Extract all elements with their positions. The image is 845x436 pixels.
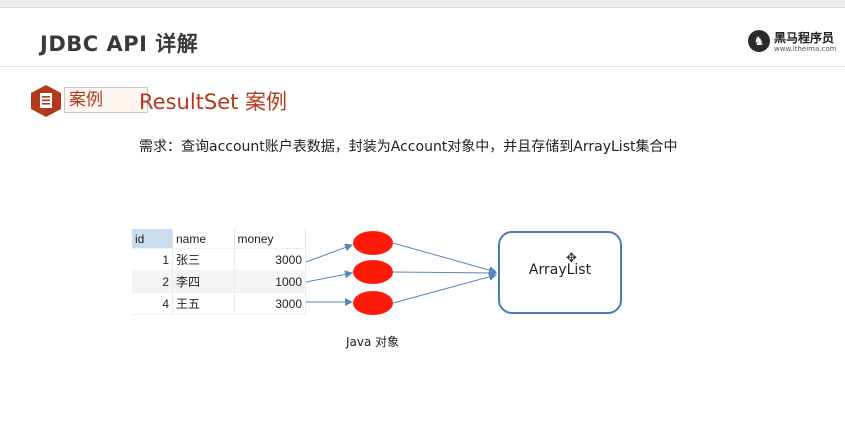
table-header-row: id name money	[132, 229, 307, 249]
window-top-bar	[0, 0, 845, 8]
cell-money: 3000	[234, 292, 307, 315]
object-to-list-arrow	[392, 268, 497, 277]
case-badge: 案例	[30, 84, 148, 118]
column-header-name[interactable]: name	[172, 229, 235, 249]
arraylist-box: ArrayList	[498, 231, 622, 314]
object-to-list-arrow	[392, 272, 497, 304]
table-row[interactable]: 4 王五 3000	[132, 292, 307, 315]
java-object-ellipse	[353, 231, 393, 255]
cell-money: 3000	[234, 248, 307, 271]
cell-money: 1000	[234, 270, 307, 293]
table-row[interactable]: 2 李四 1000	[132, 270, 307, 293]
cell-name: 王五	[172, 292, 235, 315]
move-cursor-icon: ✥	[566, 251, 577, 266]
case-tag-label: 案例	[64, 87, 148, 113]
arraylist-label: ArrayList	[528, 262, 592, 278]
slide-title: JDBC API 详解	[40, 32, 199, 56]
row-to-object-arrow	[305, 270, 353, 283]
object-to-list-arrow	[392, 242, 497, 274]
brand-url: www.itheima.com	[774, 45, 837, 53]
requirement-text: 需求：查询account账户表数据，封装为Account对象中，并且存储到Arr…	[139, 139, 678, 155]
table-row[interactable]: 1 张三 3000	[132, 248, 307, 271]
cell-id: 4	[132, 292, 173, 315]
cell-name: 李四	[172, 270, 235, 293]
header-divider	[0, 66, 845, 67]
brand-logo: ♞ 黑马程序员 www.itheima.com	[748, 29, 840, 57]
column-header-id[interactable]: id	[132, 229, 173, 249]
account-table: id name money 1 张三 3000 2 李四 1000 4 王五 3…	[132, 229, 307, 315]
java-object-ellipse	[353, 291, 393, 315]
column-header-money[interactable]: money	[234, 229, 307, 249]
cell-id: 2	[132, 270, 173, 293]
case-title: ResultSet 案例	[139, 90, 288, 114]
row-to-object-arrow	[305, 243, 353, 263]
java-object-label: Java 对象	[346, 335, 400, 349]
cell-name: 张三	[172, 248, 235, 271]
java-object-ellipse	[353, 260, 393, 284]
horse-logo-icon: ♞	[748, 30, 770, 52]
brand-name: 黑马程序员	[774, 31, 835, 45]
document-hex-icon	[31, 85, 61, 117]
cell-id: 1	[132, 248, 173, 271]
